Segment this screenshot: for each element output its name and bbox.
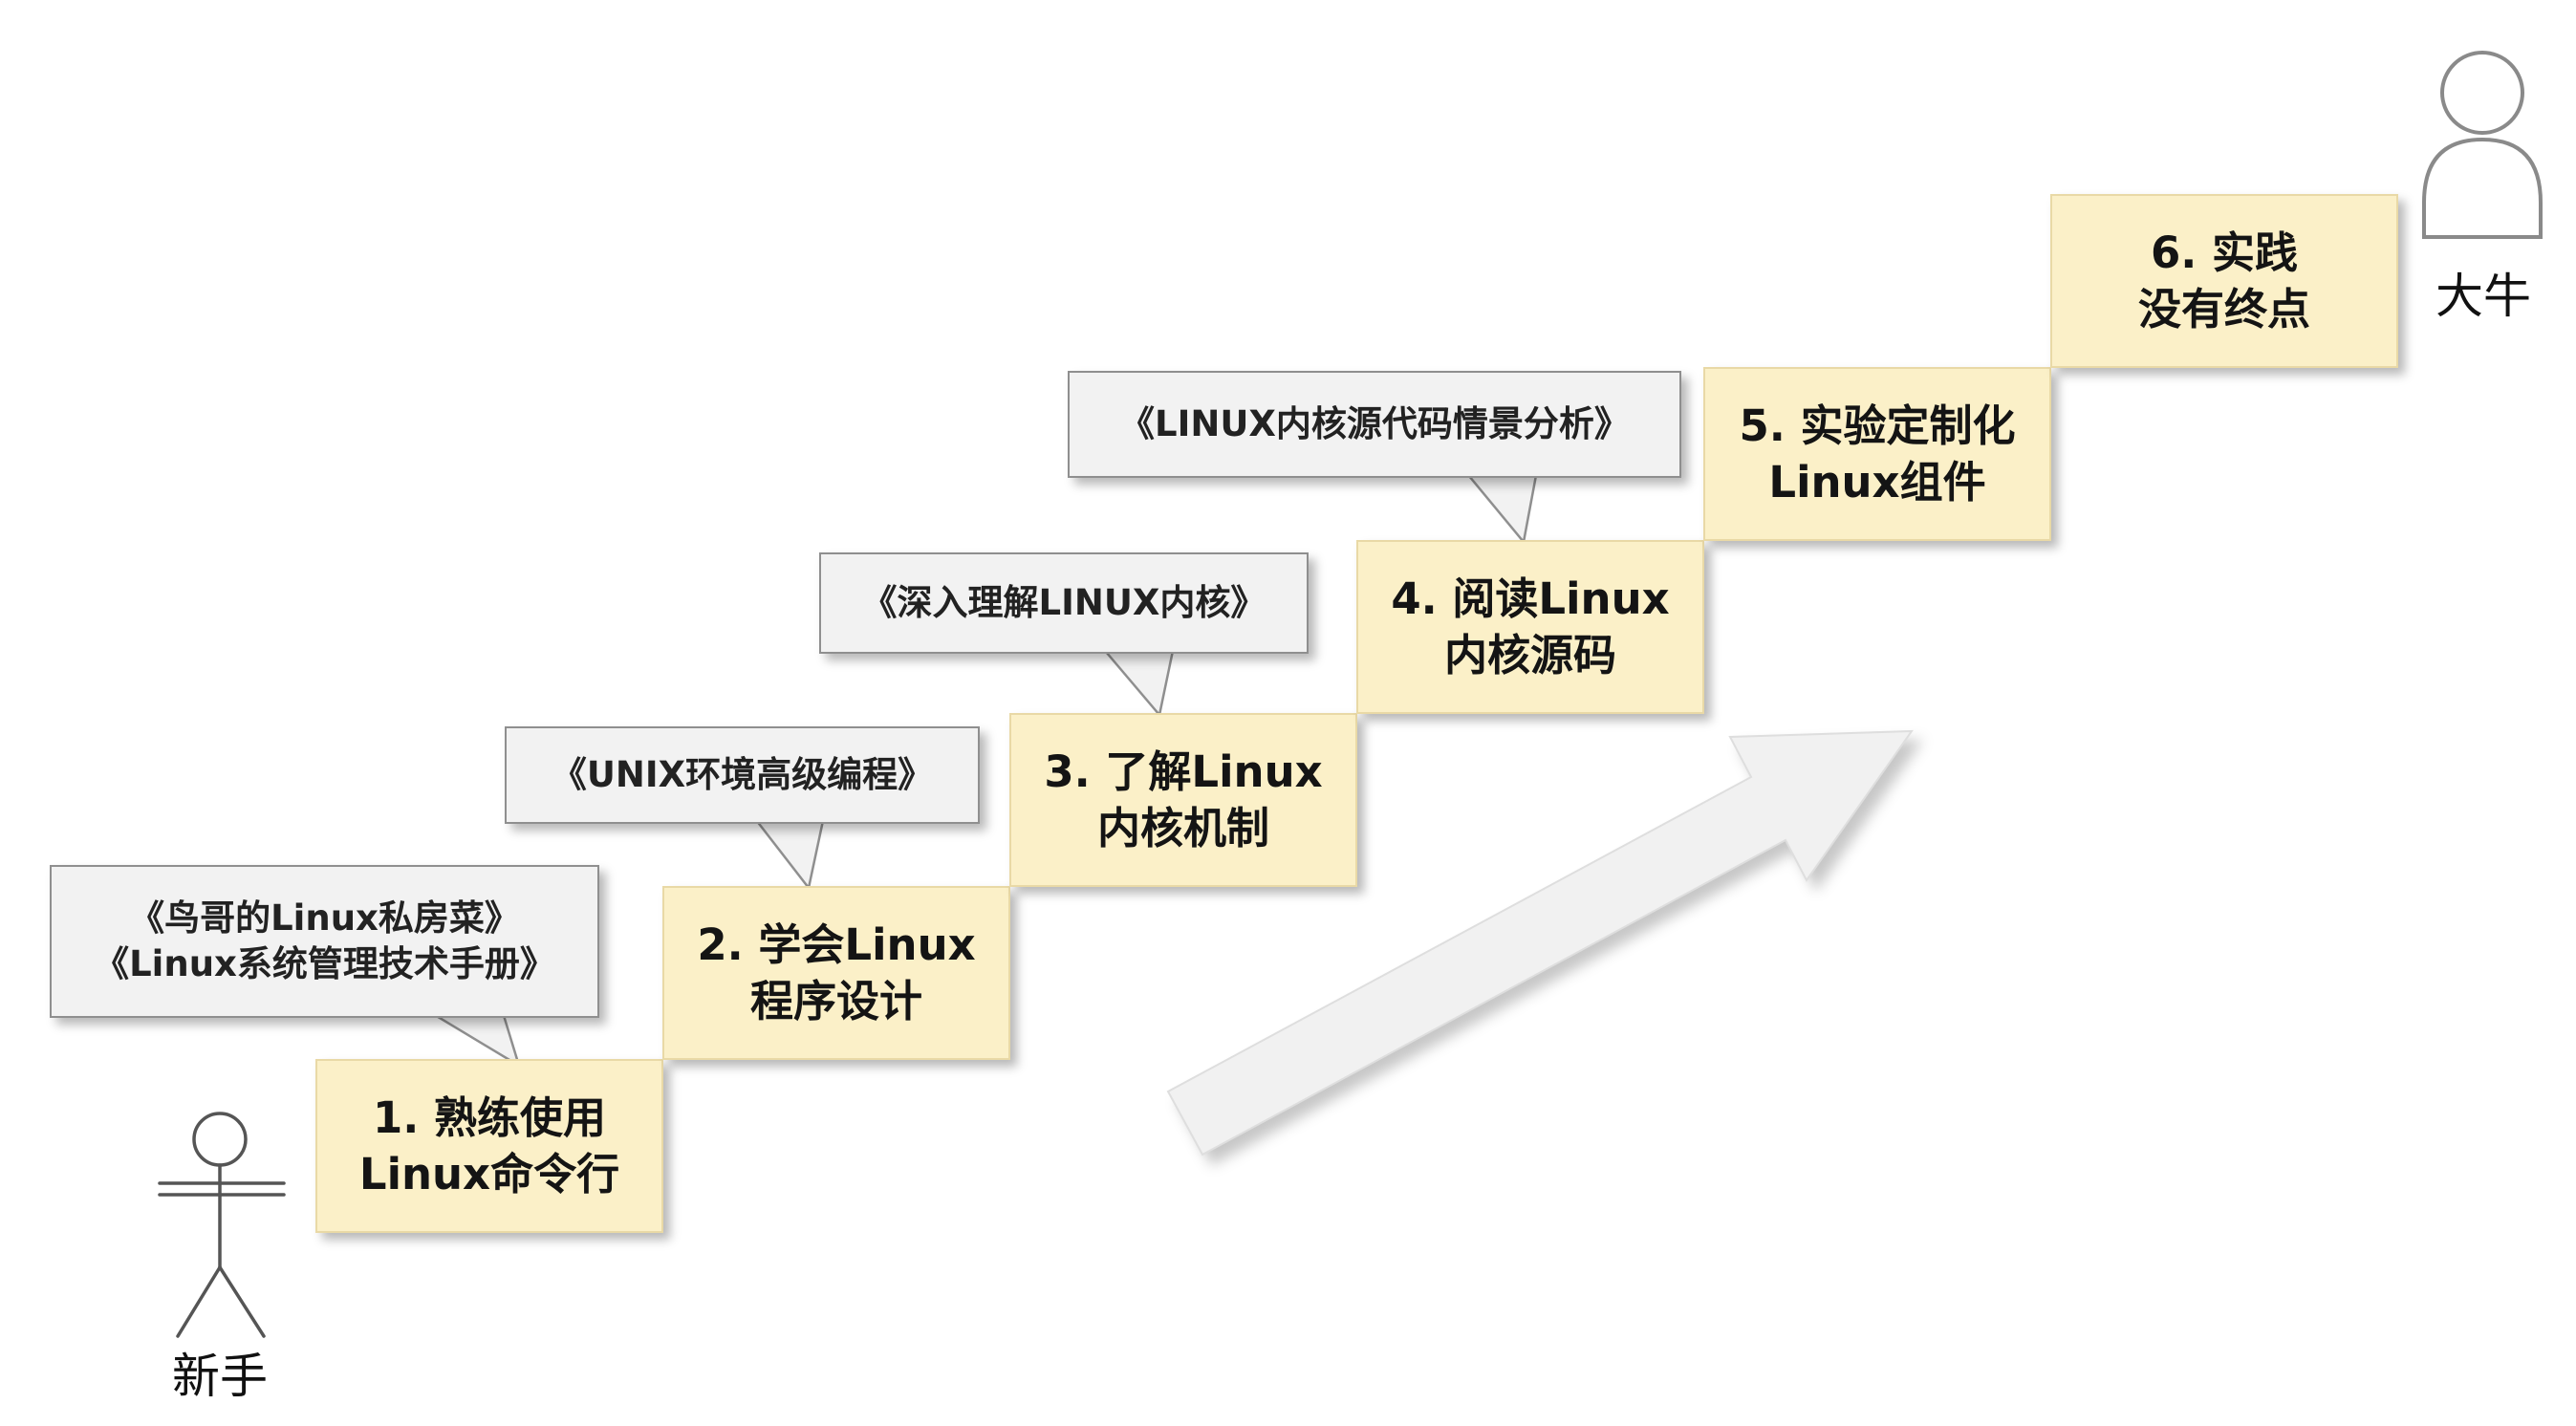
- step-2-line-2: 程序设计: [749, 976, 922, 1026]
- step-2-line-1: 2. 学会Linux: [697, 918, 976, 970]
- step-1-line-2: Linux命令行: [358, 1149, 620, 1199]
- book-bubble-4-line-1: 《LINUX内核源代码情景分析》: [1119, 402, 1630, 444]
- book-bubble-1: 《鸟哥的Linux私房菜》 《Linux系统管理技术手册》: [50, 865, 599, 1018]
- expert-label: 大牛: [2435, 269, 2531, 324]
- novice-label: 新手: [172, 1349, 268, 1404]
- step-4: 4. 阅读Linux 内核源码: [1356, 540, 1704, 714]
- book-bubble-1-line-2: 《Linux系统管理技术手册》: [94, 943, 555, 984]
- step-4-line-1: 4. 阅读Linux: [1391, 573, 1670, 624]
- progress-arrow-icon: [1166, 729, 1914, 1156]
- step-2: 2. 学会Linux 程序设计: [662, 886, 1010, 1060]
- step-5: 5. 实验定制化 Linux组件: [1703, 367, 2051, 541]
- book-bubble-1-line-1: 《鸟哥的Linux私房菜》: [129, 897, 520, 939]
- novice-stick-figure-icon: [158, 1112, 286, 1338]
- step-3-line-2: 内核机制: [1096, 803, 1269, 853]
- step-5-line-2: Linux组件: [1768, 457, 1986, 508]
- step-5-line-1: 5. 实验定制化: [1739, 400, 2016, 451]
- book-bubble-2: 《UNIX环境高级编程》: [505, 726, 980, 824]
- book-bubble-3: 《深入理解LINUX内核》: [819, 552, 1309, 654]
- bubble-tail-3: [1098, 644, 1176, 718]
- step-3-line-1: 3. 了解Linux: [1044, 745, 1323, 797]
- step-6-line-2: 没有终点: [2137, 284, 2310, 335]
- step-4-line-2: 内核源码: [1443, 630, 1616, 681]
- bubble-tail-2: [750, 814, 826, 891]
- book-bubble-3-line-1: 《深入理解LINUX内核》: [861, 581, 1266, 623]
- book-bubble-4: 《LINUX内核源代码情景分析》: [1068, 371, 1681, 478]
- step-1-line-1: 1. 熟练使用: [372, 1091, 607, 1143]
- step-1: 1. 熟练使用 Linux命令行: [315, 1059, 663, 1233]
- step-3: 3. 了解Linux 内核机制: [1009, 713, 1357, 887]
- step-6: 6. 实践 没有终点: [2050, 194, 2398, 368]
- book-bubble-2-line-1: 《UNIX环境高级编程》: [551, 753, 934, 795]
- bubble-tail-4: [1461, 468, 1539, 545]
- expert-person-icon: [2422, 51, 2543, 239]
- step-6-line-1: 6. 实践: [2150, 227, 2299, 278]
